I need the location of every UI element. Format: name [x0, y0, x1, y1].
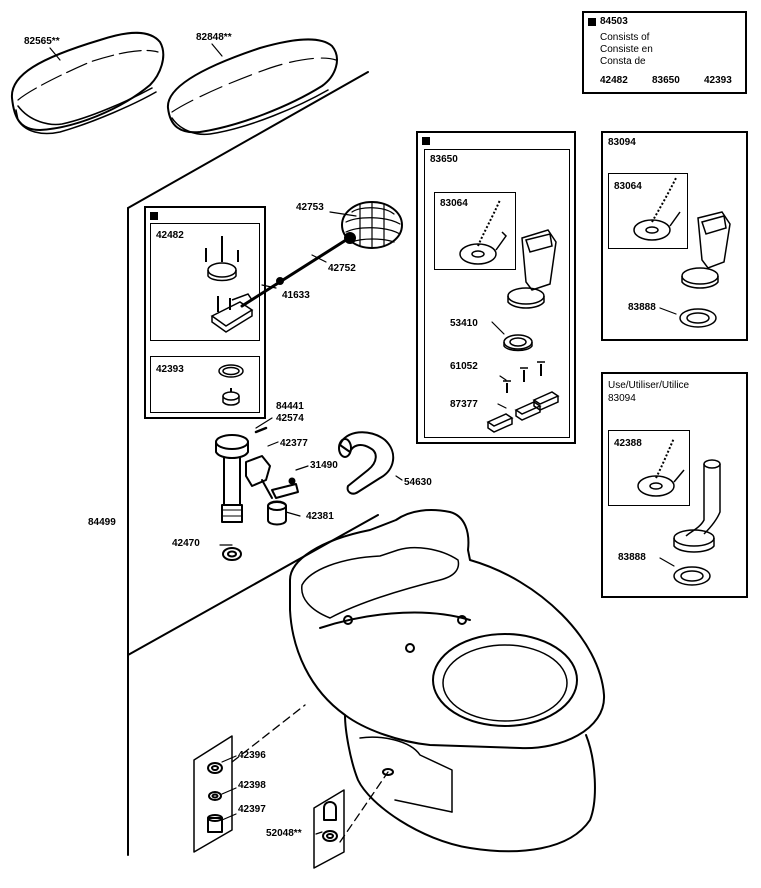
label-lid-82848: 82848** [196, 32, 232, 43]
label-flapper-a: 83064 [440, 198, 468, 209]
kit-line-3: Consta de [600, 56, 646, 67]
refill-tube [338, 431, 395, 495]
float-ball-assembly [240, 201, 403, 308]
label-panel-84499: 84499 [88, 517, 116, 528]
kit-line-1: Consists of [600, 32, 650, 43]
flapper-83064-b-box [608, 173, 688, 249]
tank-lid-1 [10, 31, 165, 135]
label-gasket-53410: 53410 [450, 318, 478, 329]
label-kit-42393: 42393 [156, 364, 184, 375]
group-use-83094-box [601, 372, 748, 598]
label-part-31490: 31490 [310, 460, 338, 471]
label-float-rod: 42752 [328, 263, 356, 274]
alignment-lines [231, 704, 389, 843]
label-gasket-c: 83888 [618, 552, 646, 563]
label-gasket-b: 83888 [628, 302, 656, 313]
label-part-42381: 42381 [306, 511, 334, 522]
label-float-ball: 42753 [296, 202, 324, 213]
label-hardware-52048: 52048** [266, 828, 302, 839]
kit-42393-parts [218, 364, 244, 406]
label-part-84441: 84441 [276, 401, 304, 412]
kit-marker-square [422, 137, 430, 145]
tank-lid-2 [166, 38, 338, 136]
flapper-83064-a [459, 199, 507, 265]
label-part-42377: 42377 [280, 438, 308, 449]
flush-valve-use-83094 [637, 437, 721, 586]
label-hardware-42398: 42398 [238, 780, 266, 791]
label-part-42574: 42574 [276, 413, 304, 424]
label-nut-41633: 41633 [282, 290, 310, 301]
label-brackets-87377: 87377 [450, 399, 478, 410]
group-83094-box [601, 131, 748, 341]
wall-panel-outline [127, 71, 379, 856]
kit-marker-square [588, 18, 596, 26]
label-group-83650: 83650 [430, 154, 458, 165]
kit-part-2: 83650 [652, 75, 680, 86]
leader-lines [49, 43, 677, 835]
kit-42393-box [150, 356, 260, 413]
flush-valve-kit-box [416, 131, 576, 444]
hardware-bracket-left [193, 735, 233, 853]
label-hardware-42396: 42396 [238, 750, 266, 761]
flush-valve-83094 [633, 177, 731, 328]
fill-valve-kit-box [144, 206, 266, 419]
group-83650-box [424, 149, 570, 438]
fill-valve [215, 426, 299, 561]
hardware-bracket-right [313, 789, 345, 869]
kit-line-2: Consiste en [600, 44, 653, 55]
label-part-42470: 42470 [172, 538, 200, 549]
label-group-83094: 83094 [608, 137, 636, 148]
kit-84503-box: 84503 Consists of Consiste en Consta de … [582, 11, 747, 94]
kit-part-1: 42482 [600, 75, 628, 86]
label-flapper-b: 83064 [614, 181, 642, 192]
kit-part-3: 42393 [704, 75, 732, 86]
screws-and-brackets [486, 361, 560, 433]
label-flapper-c: 42388 [614, 438, 642, 449]
label-use-part: 83094 [608, 393, 636, 404]
kit-marker-square [150, 212, 158, 220]
toilet-bowl [289, 509, 606, 853]
flapper-42388-box [608, 430, 690, 506]
flush-valve-83650 [503, 229, 557, 352]
label-lid-82565: 82565** [24, 36, 60, 47]
kit-number: 84503 [600, 16, 628, 27]
label-use-line: Use/Utiliser/Utilice [608, 380, 690, 391]
kit-42482-box [150, 223, 260, 341]
flapper-83064-a-box [434, 192, 516, 270]
label-kit-42482: 42482 [156, 230, 184, 241]
label-screws-61052: 61052 [450, 361, 478, 372]
kit-42482-parts [205, 236, 254, 333]
label-hardware-42397: 42397 [238, 804, 266, 815]
label-refill-tube: 54630 [404, 477, 432, 488]
